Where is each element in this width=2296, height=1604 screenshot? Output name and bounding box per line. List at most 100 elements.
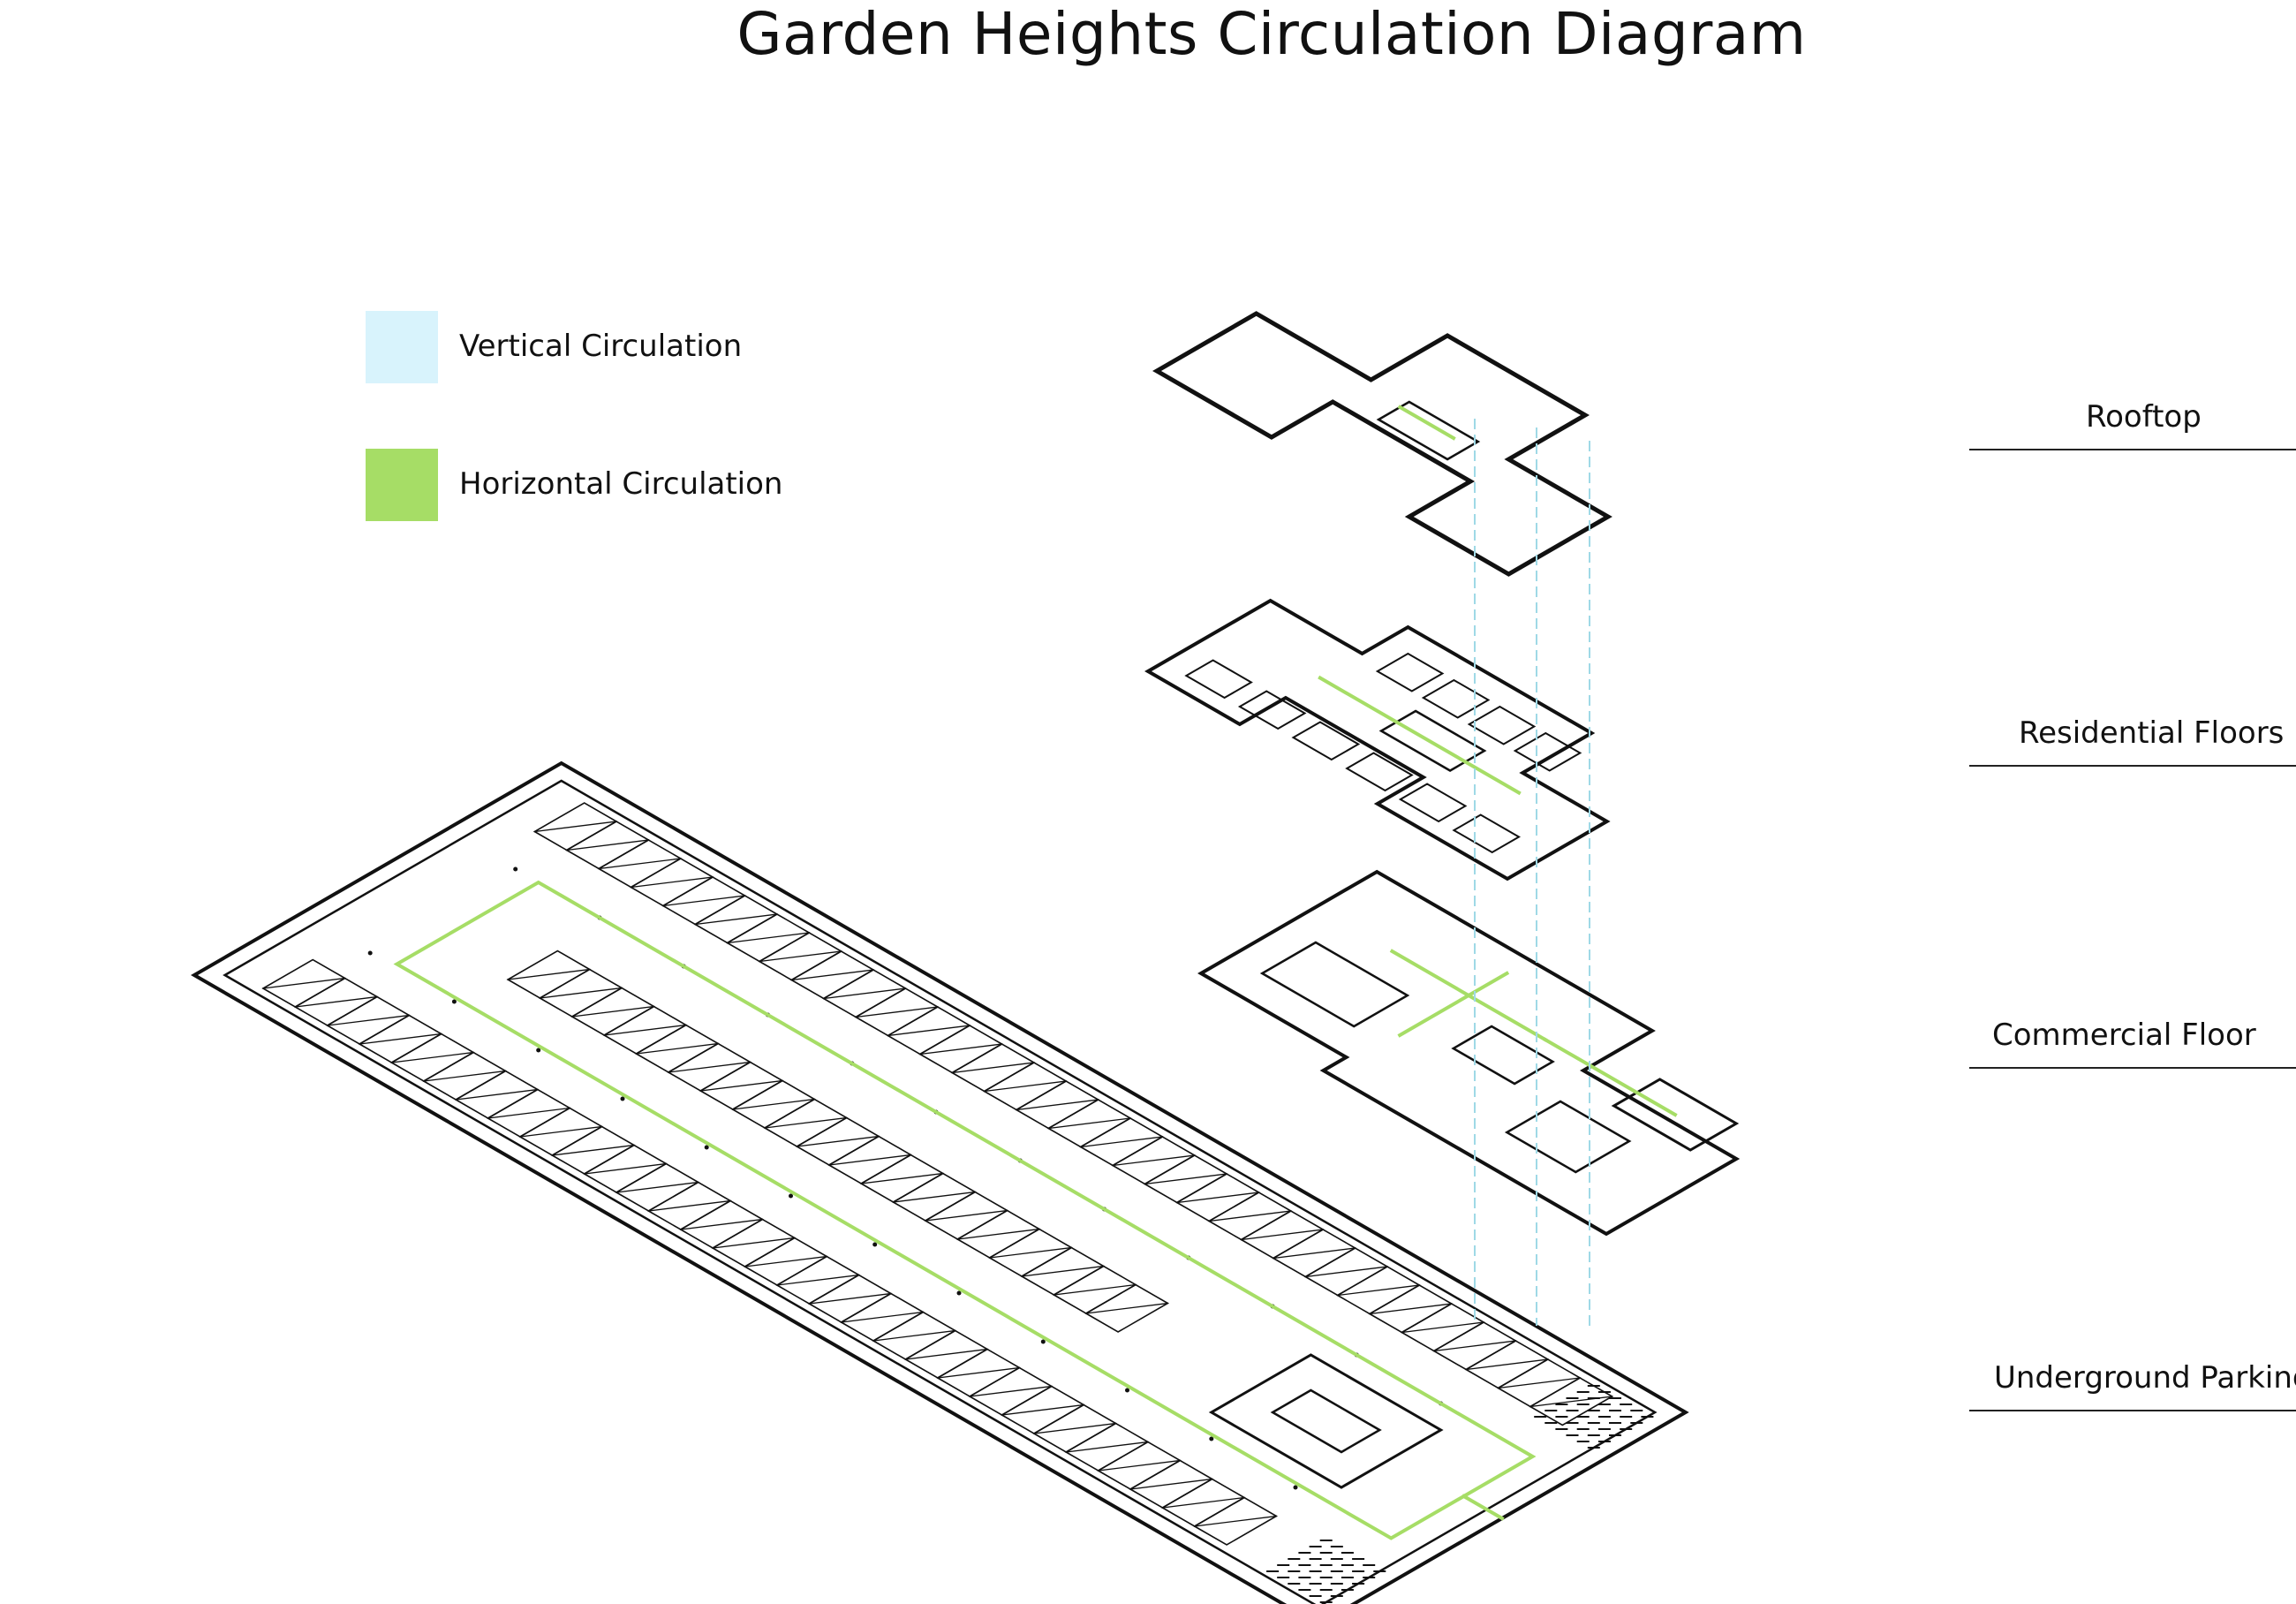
parking-row-back-stall-diagonal — [1273, 1247, 1356, 1260]
level-label-parking: Underground Parking — [1994, 1360, 2296, 1396]
level-label-residential: Residential Floors — [2019, 715, 2285, 751]
parking-row-middle-stall-diagonal — [892, 1191, 976, 1203]
commercial-floor-plan — [1197, 869, 1741, 1237]
residential-floors-plan — [1144, 598, 1611, 881]
parking-row-front-stall-diagonal — [1161, 1496, 1245, 1509]
vertical-circulation-lines — [1474, 419, 1590, 1326]
rooftop-walkway — [1397, 405, 1456, 441]
parking-row-middle-stall-diagonal — [507, 968, 591, 980]
parking-drive-aisle — [393, 880, 1537, 1540]
parking-row-front-stall-diagonal — [1097, 1459, 1182, 1472]
parking-row-back-stall-diagonal — [1112, 1154, 1196, 1167]
parking-row-front-stall-diagonal — [1129, 1478, 1213, 1490]
parking-row-middle-stall-diagonal — [796, 1135, 880, 1147]
parking-row-front-stall-diagonal — [390, 1051, 474, 1063]
residential-stair-core — [1378, 709, 1487, 772]
horizontal-circulation-swatch — [366, 449, 438, 521]
parking-column — [513, 866, 518, 872]
parking-row-front-stall-diagonal — [487, 1107, 570, 1119]
parking-row-back-stall-diagonal — [983, 1080, 1067, 1093]
residential-unit-room — [1513, 731, 1582, 772]
parking-column — [872, 1242, 878, 1247]
parking-row-middle-stall-diagonal — [668, 1061, 751, 1073]
parking-row-middle-stall-diagonal — [635, 1042, 719, 1055]
level-underground-parking: Underground Parking — [1969, 1360, 2296, 1422]
parking-column — [789, 1193, 793, 1199]
parking-row-front-stall-diagonal — [776, 1274, 860, 1286]
parking-row-front-stall-diagonal — [583, 1162, 668, 1175]
parking-row-front-stall-diagonal — [872, 1329, 956, 1342]
residential-unit-room — [1375, 652, 1445, 692]
parking-column — [704, 1145, 709, 1150]
parking-row-front-stall-diagonal — [647, 1199, 731, 1212]
level-rule — [1969, 1410, 2296, 1411]
level-residential-floors: Residential Floors — [1969, 715, 2296, 777]
parking-row-back-stall-diagonal — [1465, 1358, 1549, 1371]
parking-row-middle-stall-diagonal — [1053, 1283, 1137, 1296]
parking-row-back-stall-diagonal — [951, 1062, 1035, 1074]
parking-row-front-stall-diagonal — [840, 1311, 925, 1323]
parking-row-back-stall-diagonal — [1304, 1266, 1388, 1278]
residential-unit-room — [1345, 752, 1414, 792]
parking-core-wall — [1208, 1353, 1444, 1489]
parking-row-back-stall-diagonal — [598, 858, 682, 870]
parking-row-front-stall-diagonal — [1193, 1515, 1278, 1527]
parking-row-middle-stall-diagonal — [571, 1005, 655, 1018]
parking-row-back-stall-diagonal — [533, 821, 617, 833]
parking-row-back-stall-diagonal — [726, 932, 811, 944]
parking-row-front-stall-diagonal — [423, 1070, 507, 1082]
parking-row-back-stall-diagonal — [565, 839, 650, 851]
diagram-title: Garden Heights Circulation Diagram — [736, 0, 1807, 68]
parking-row-middle-stall-diagonal — [1085, 1302, 1169, 1314]
parking-row-back-stall-diagonal — [1369, 1303, 1453, 1315]
parking-row-front-stall-diagonal — [1001, 1404, 1084, 1416]
commercial-shop-wall — [1504, 1100, 1632, 1174]
parking-row-middle-stall-diagonal — [988, 1246, 1073, 1259]
parking-column — [367, 950, 373, 956]
parking-row-back-stall-diagonal — [1016, 1099, 1099, 1111]
parking-row-front-stall-diagonal — [904, 1348, 988, 1360]
parking-row-middle-stall-diagonal — [925, 1209, 1008, 1222]
commercial-stair-core — [1451, 1025, 1555, 1086]
parking-row-back-stall-diagonal — [1047, 1117, 1131, 1130]
parking-row-back-stall-diagonal — [662, 895, 746, 907]
commercial-corridor — [1542, 1037, 1678, 1117]
level-commercial-floor: Commercial Floor — [1969, 1018, 2296, 1079]
residential-unit-room — [1398, 783, 1468, 823]
parking-row-front-stall-diagonal — [1065, 1441, 1149, 1453]
commercial-shop-wall — [1611, 1078, 1740, 1152]
parking-row-back-stall-diagonal — [790, 969, 874, 981]
parking-row-front-stall-diagonal — [294, 995, 378, 1008]
rooftop-stair-core — [1376, 400, 1481, 461]
parking-outline — [191, 760, 1689, 1604]
vertical-circulation-swatch — [366, 311, 438, 383]
parking-row-back-stall-diagonal — [1240, 1229, 1324, 1241]
residential-unit-room — [1184, 659, 1253, 700]
commercial-outline — [1197, 869, 1741, 1237]
parking-row-front-stall-diagonal — [455, 1088, 539, 1101]
level-rule — [1969, 449, 2296, 450]
parking-row-back-stall-diagonal — [1336, 1284, 1421, 1297]
parking-ramp-path — [1461, 1494, 1505, 1521]
level-label-rooftop: Rooftop — [2086, 399, 2202, 435]
rooftop-parapet — [1152, 311, 1612, 577]
parking-row-back-stall-diagonal — [694, 913, 778, 926]
residential-corridor — [1318, 675, 1522, 796]
parking-row-back-stall-diagonal — [1433, 1340, 1517, 1352]
parking-row-front-stall-diagonal — [937, 1366, 1021, 1379]
underground-parking-plan — [191, 760, 1689, 1604]
parking-row-back-stall-diagonal — [822, 987, 907, 1000]
parking-column — [451, 999, 457, 1004]
parking-row-front-stall-diagonal — [519, 1125, 603, 1138]
residential-unit-room — [1467, 705, 1537, 745]
parking-row-back-stall-diagonal — [1144, 1173, 1227, 1185]
parking-row-front-stall-diagonal — [744, 1255, 827, 1267]
parking-row-front-stall-diagonal — [326, 1014, 411, 1026]
parking-column — [1209, 1436, 1214, 1441]
parking-row-middle-stall-diagonal — [764, 1116, 848, 1129]
parking-row-front-stall-diagonal — [262, 977, 346, 989]
parking-row-back-stall-diagonal — [1401, 1321, 1484, 1334]
parking-row-front-stall-diagonal — [359, 1033, 442, 1045]
parking-inner-wall — [223, 779, 1658, 1604]
